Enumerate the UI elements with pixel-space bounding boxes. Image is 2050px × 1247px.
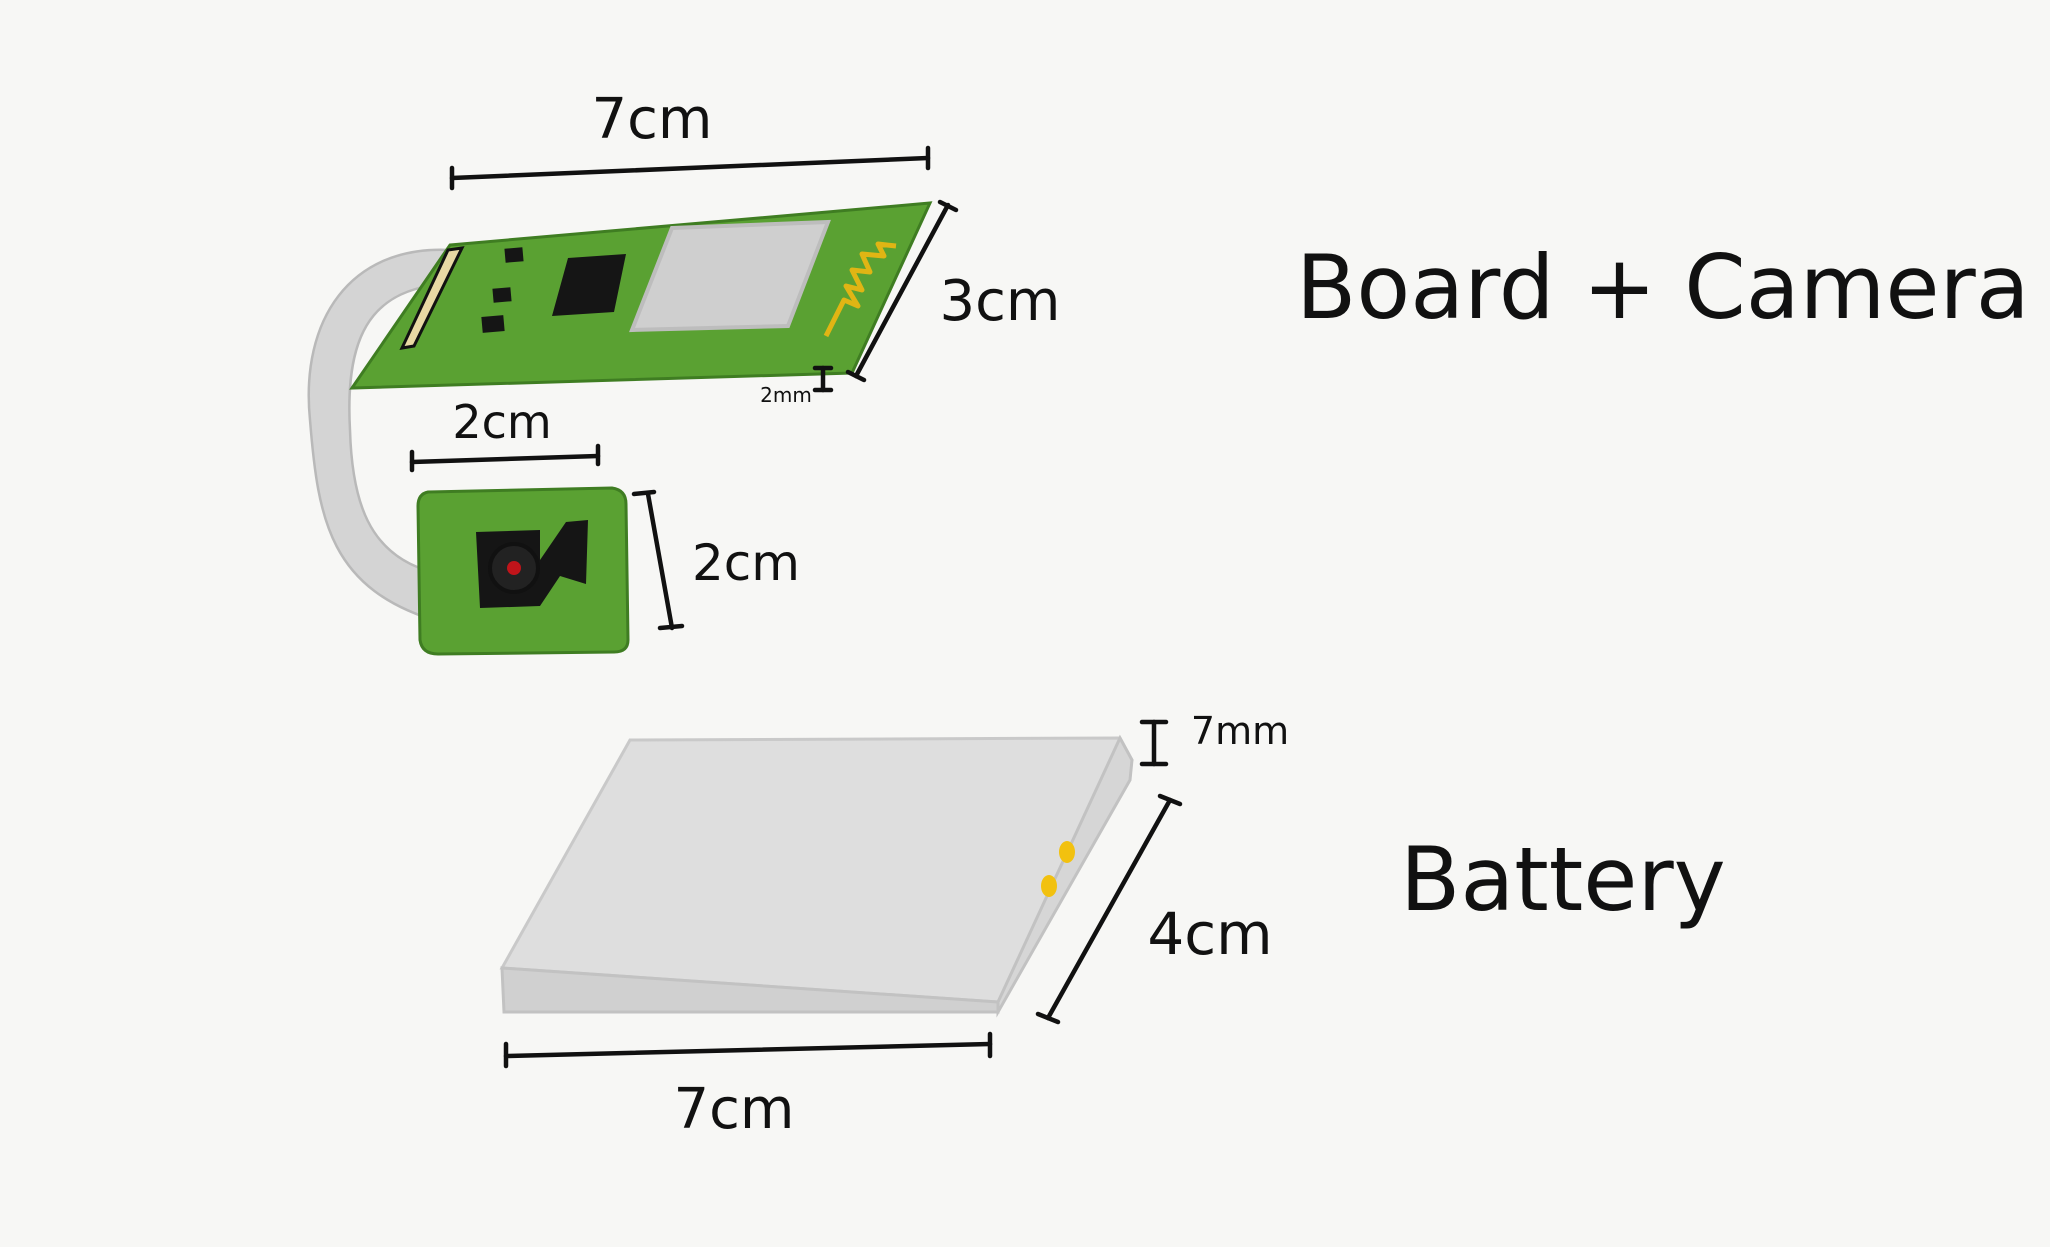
dimension-board-thickness [812, 365, 834, 393]
label-battery-width: 7cm [674, 1077, 795, 1142]
title-board-camera: Board + Camera [1296, 236, 2030, 339]
label-battery-thickness: 7mm [1191, 709, 1289, 753]
label-board-thickness: 2mm [760, 383, 812, 407]
pcb-board-icon [349, 201, 933, 390]
main-chip [552, 254, 626, 316]
dimension-battery-depth [1035, 793, 1183, 1025]
lens-dot [507, 561, 521, 575]
dimension-board-width [449, 145, 931, 191]
title-battery: Battery [1400, 828, 1726, 931]
battery-contact-1 [1059, 841, 1075, 863]
label-camera-height: 2cm [692, 534, 800, 592]
dimension-board-depth [845, 199, 959, 383]
camera-module-icon [416, 486, 630, 656]
shield-module [629, 219, 831, 333]
board-connector [399, 246, 465, 350]
dimension-battery-thickness [1139, 719, 1169, 767]
antenna-trace [823, 241, 897, 338]
dimension-battery-width [503, 1031, 993, 1069]
dimension-camera-width [409, 443, 601, 473]
small-chip-1 [504, 247, 524, 263]
label-battery-depth: 4cm [1147, 900, 1272, 968]
battery-contact-2 [1041, 875, 1057, 897]
small-chip-2 [492, 287, 512, 303]
label-board-width: 7cm [592, 87, 713, 152]
dimension-camera-height [631, 489, 685, 631]
label-camera-width: 2cm [452, 395, 551, 449]
small-chip-3 [481, 315, 505, 333]
label-board-depth: 3cm [940, 269, 1061, 334]
battery-pack-icon [499, 734, 1134, 1018]
